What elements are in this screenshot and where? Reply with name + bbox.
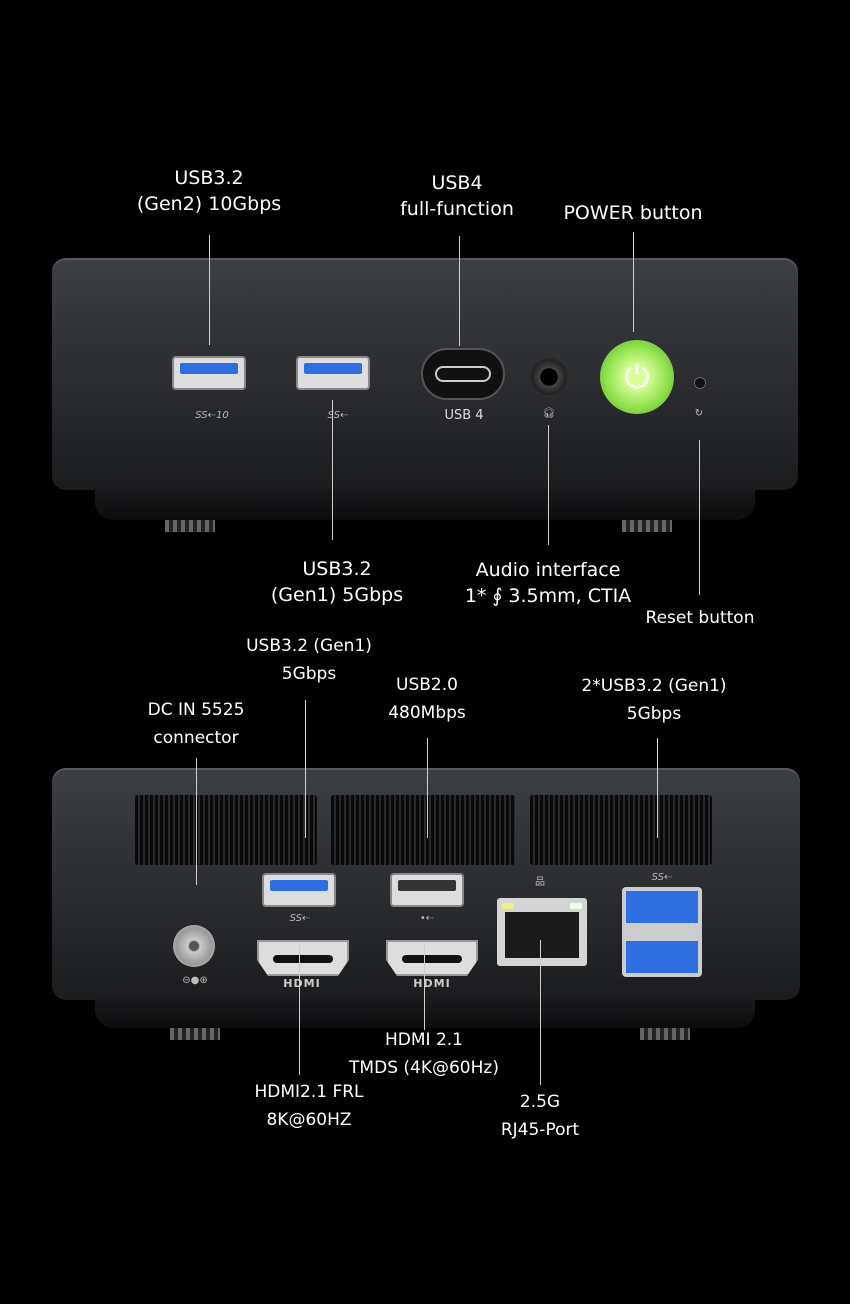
label-usb-gen1: USB3.2(Gen1) 5Gbps	[270, 558, 404, 606]
polarity-icon: ⊖●⊕	[182, 975, 208, 986]
foot	[640, 1028, 690, 1040]
ss-icon: SS⇠	[289, 913, 311, 924]
leader-line	[540, 940, 541, 1085]
leader-line	[657, 738, 658, 838]
usb-icon: •⇠	[419, 913, 435, 924]
leader-line	[459, 236, 460, 346]
usb4-port-label: USB 4	[444, 408, 484, 423]
hdmi-tmds-port	[386, 940, 478, 976]
leader-line	[424, 945, 425, 1030]
usb4-port	[421, 348, 505, 400]
usb-gen2-port	[172, 356, 246, 390]
leader-line	[299, 945, 300, 1075]
ss-icon: SS⇠	[327, 410, 349, 421]
vent	[331, 795, 515, 865]
label-dual-usb: 2*USB3.2 (Gen1)5Gbps	[581, 676, 727, 724]
foot	[165, 520, 215, 532]
audio-jack	[529, 357, 569, 397]
hdmi-frl-port	[257, 940, 349, 976]
foot	[622, 520, 672, 532]
vent	[530, 795, 712, 865]
label-back-usb-gen1: USB3.2 (Gen1)5Gbps	[246, 636, 372, 684]
usb2-port	[390, 873, 464, 907]
headphone-icon: 🎧︎	[542, 408, 556, 419]
leader-line	[209, 235, 210, 345]
leader-line	[427, 738, 428, 838]
reset-icon: ↻	[694, 408, 704, 419]
label-power: POWER button	[563, 202, 703, 224]
back-base	[95, 998, 755, 1028]
leader-line	[305, 700, 306, 838]
hdmi-logo: HDMI	[283, 977, 321, 990]
rj45-port	[497, 898, 587, 966]
reset-pinhole	[694, 377, 706, 389]
hdmi-logo: HDMI	[413, 977, 451, 990]
dual-usb-port	[622, 887, 702, 977]
usb-gen1-port	[262, 873, 336, 907]
leader-line	[332, 400, 333, 540]
dc-in-jack	[173, 925, 215, 967]
usb-gen1-port	[296, 356, 370, 390]
leader-line	[548, 425, 549, 545]
leader-line	[633, 232, 634, 332]
leader-line	[699, 440, 700, 595]
power-button: ⏻	[600, 340, 674, 414]
label-reset: Reset button	[645, 608, 755, 628]
vent	[135, 795, 317, 865]
foot	[170, 1028, 220, 1040]
ss10-icon: SS⇠10	[195, 410, 229, 421]
label-usb-gen2: USB3.2(Gen2) 10Gbps	[136, 167, 282, 215]
ss-icon: SS⇠	[651, 872, 673, 883]
leader-line	[196, 758, 197, 885]
front-base	[95, 488, 755, 520]
network-icon: 品	[535, 877, 545, 888]
